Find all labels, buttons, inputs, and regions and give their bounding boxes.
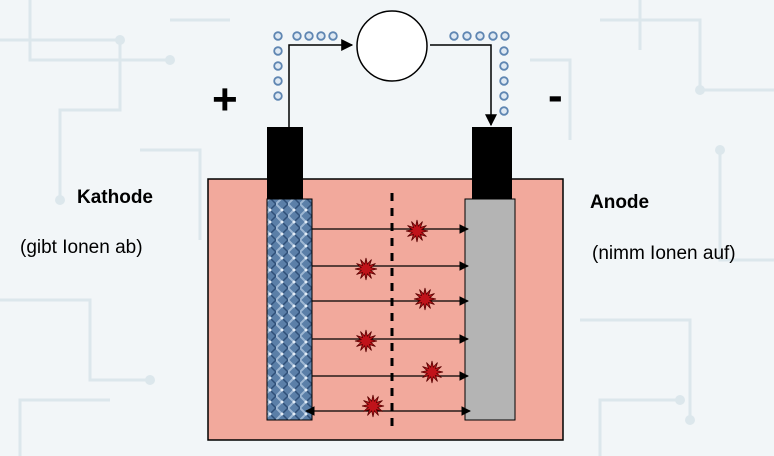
electron-dot-icon bbox=[488, 31, 498, 41]
electron-dot-icon bbox=[499, 61, 509, 71]
cathode-title: Kathode bbox=[77, 187, 153, 208]
electron-dot-icon bbox=[273, 76, 283, 86]
star-ion-icon bbox=[413, 287, 437, 311]
electron-dot-icon bbox=[273, 91, 283, 101]
star-ion-icon bbox=[420, 360, 444, 384]
electron-dot-icon bbox=[273, 61, 283, 71]
electron-dot-icon bbox=[499, 106, 509, 116]
electron-dot-icon bbox=[328, 31, 338, 41]
star-ion-icon bbox=[354, 257, 378, 281]
electron-dot-icon bbox=[499, 91, 509, 101]
electron-dot-icon bbox=[449, 31, 459, 41]
electron-dot-icon bbox=[292, 31, 302, 41]
anode-terminal bbox=[472, 127, 512, 199]
electron-dot-icon bbox=[499, 46, 509, 56]
plus-sign: + bbox=[212, 75, 238, 124]
electron-dot-icon bbox=[316, 31, 326, 41]
anode-title: Anode bbox=[590, 192, 650, 213]
wire-left bbox=[288, 39, 354, 127]
cathode-subtitle: (gibt Ionen ab) bbox=[20, 237, 143, 258]
cathode-terminal bbox=[267, 127, 303, 199]
wire-right bbox=[430, 44, 497, 127]
star-ion-icon bbox=[361, 394, 385, 418]
star-ion-icon bbox=[405, 219, 429, 243]
cathode-electrode bbox=[266, 198, 313, 421]
anode-electrode bbox=[464, 198, 516, 421]
ion-flow-arrows bbox=[305, 224, 471, 416]
electron-dot-icon bbox=[273, 31, 283, 41]
electron-dot-icon bbox=[304, 31, 314, 41]
electron-dot-icon bbox=[273, 46, 283, 56]
anode-subtitle: (nimm Ionen auf) bbox=[592, 243, 736, 264]
star-ion-icon bbox=[354, 329, 378, 353]
electron-dot-icon bbox=[475, 31, 485, 41]
circle-meter-icon bbox=[356, 10, 428, 82]
minus-sign: - bbox=[548, 71, 563, 120]
electron-dot-icon bbox=[499, 76, 509, 86]
electron-dot-icon bbox=[462, 31, 472, 41]
electron-dot-icon bbox=[500, 31, 510, 41]
